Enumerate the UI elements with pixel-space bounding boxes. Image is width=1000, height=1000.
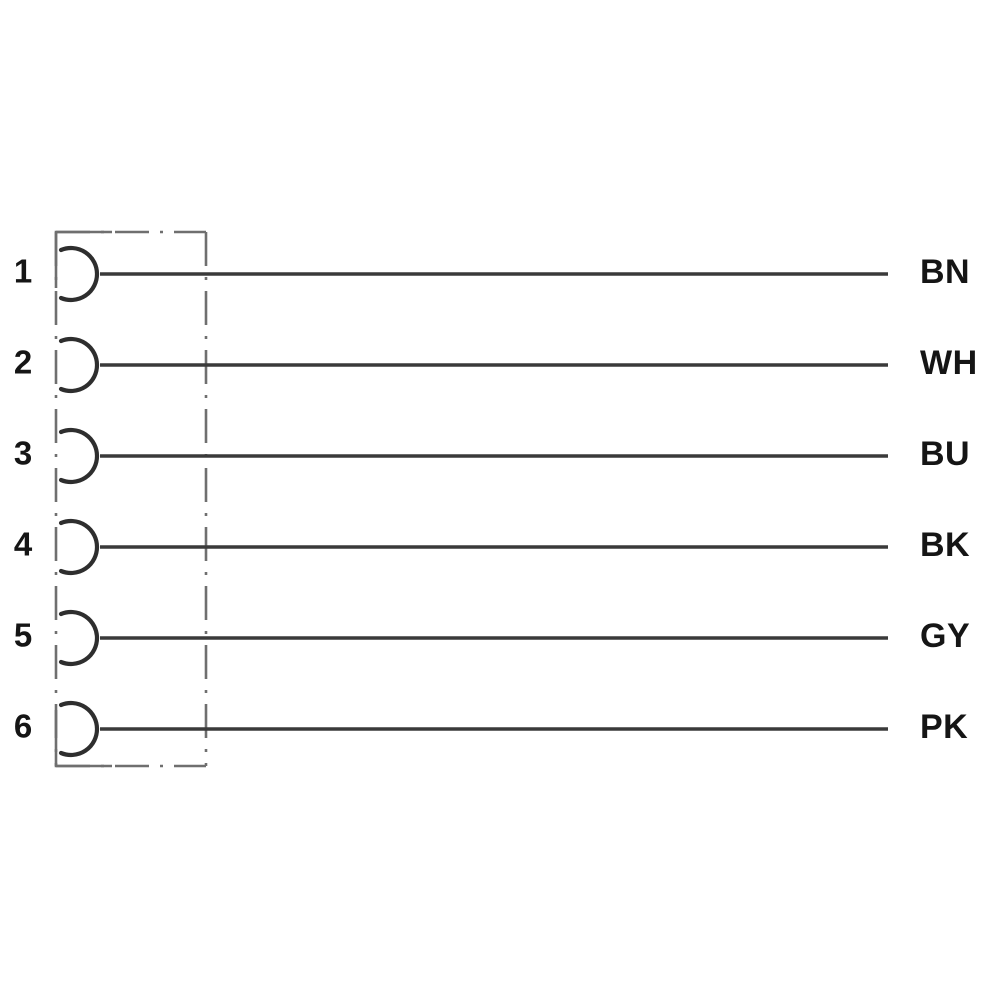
socket-contact-icon <box>58 518 100 576</box>
pin-number-label: 4 <box>14 526 33 563</box>
pin-number-label: 3 <box>14 435 32 472</box>
pin-number-label: 2 <box>14 344 32 381</box>
pin-row: 3 BU <box>14 427 970 485</box>
pin-number-label: 6 <box>14 708 32 745</box>
socket-contact-icon <box>58 427 100 485</box>
wire-color-label: BK <box>920 526 970 564</box>
wire-color-label: BN <box>920 253 970 291</box>
pin-row: 5 GY <box>14 609 970 667</box>
housing-corner-bottom-left <box>54 710 112 768</box>
pin-number-label: 1 <box>14 253 32 290</box>
wire-color-label: BU <box>920 435 970 473</box>
socket-contact-icon <box>58 700 100 758</box>
pin-row: 1 BN <box>14 245 970 303</box>
wire-color-label: GY <box>920 617 970 655</box>
wire-color-label: PK <box>920 708 968 746</box>
socket-contact-icon <box>58 609 100 667</box>
housing-corner-top-left <box>54 230 112 288</box>
connector-housing-outline <box>54 230 208 768</box>
pin-row: 4 BK <box>14 518 970 576</box>
socket-contact-icon <box>58 245 100 303</box>
pin-row: 2 WH <box>14 336 978 394</box>
pin-row: 6 PK <box>14 700 968 758</box>
wire-color-label: WH <box>920 344 978 382</box>
pin-number-label: 5 <box>14 617 32 654</box>
socket-contact-icon <box>58 336 100 394</box>
